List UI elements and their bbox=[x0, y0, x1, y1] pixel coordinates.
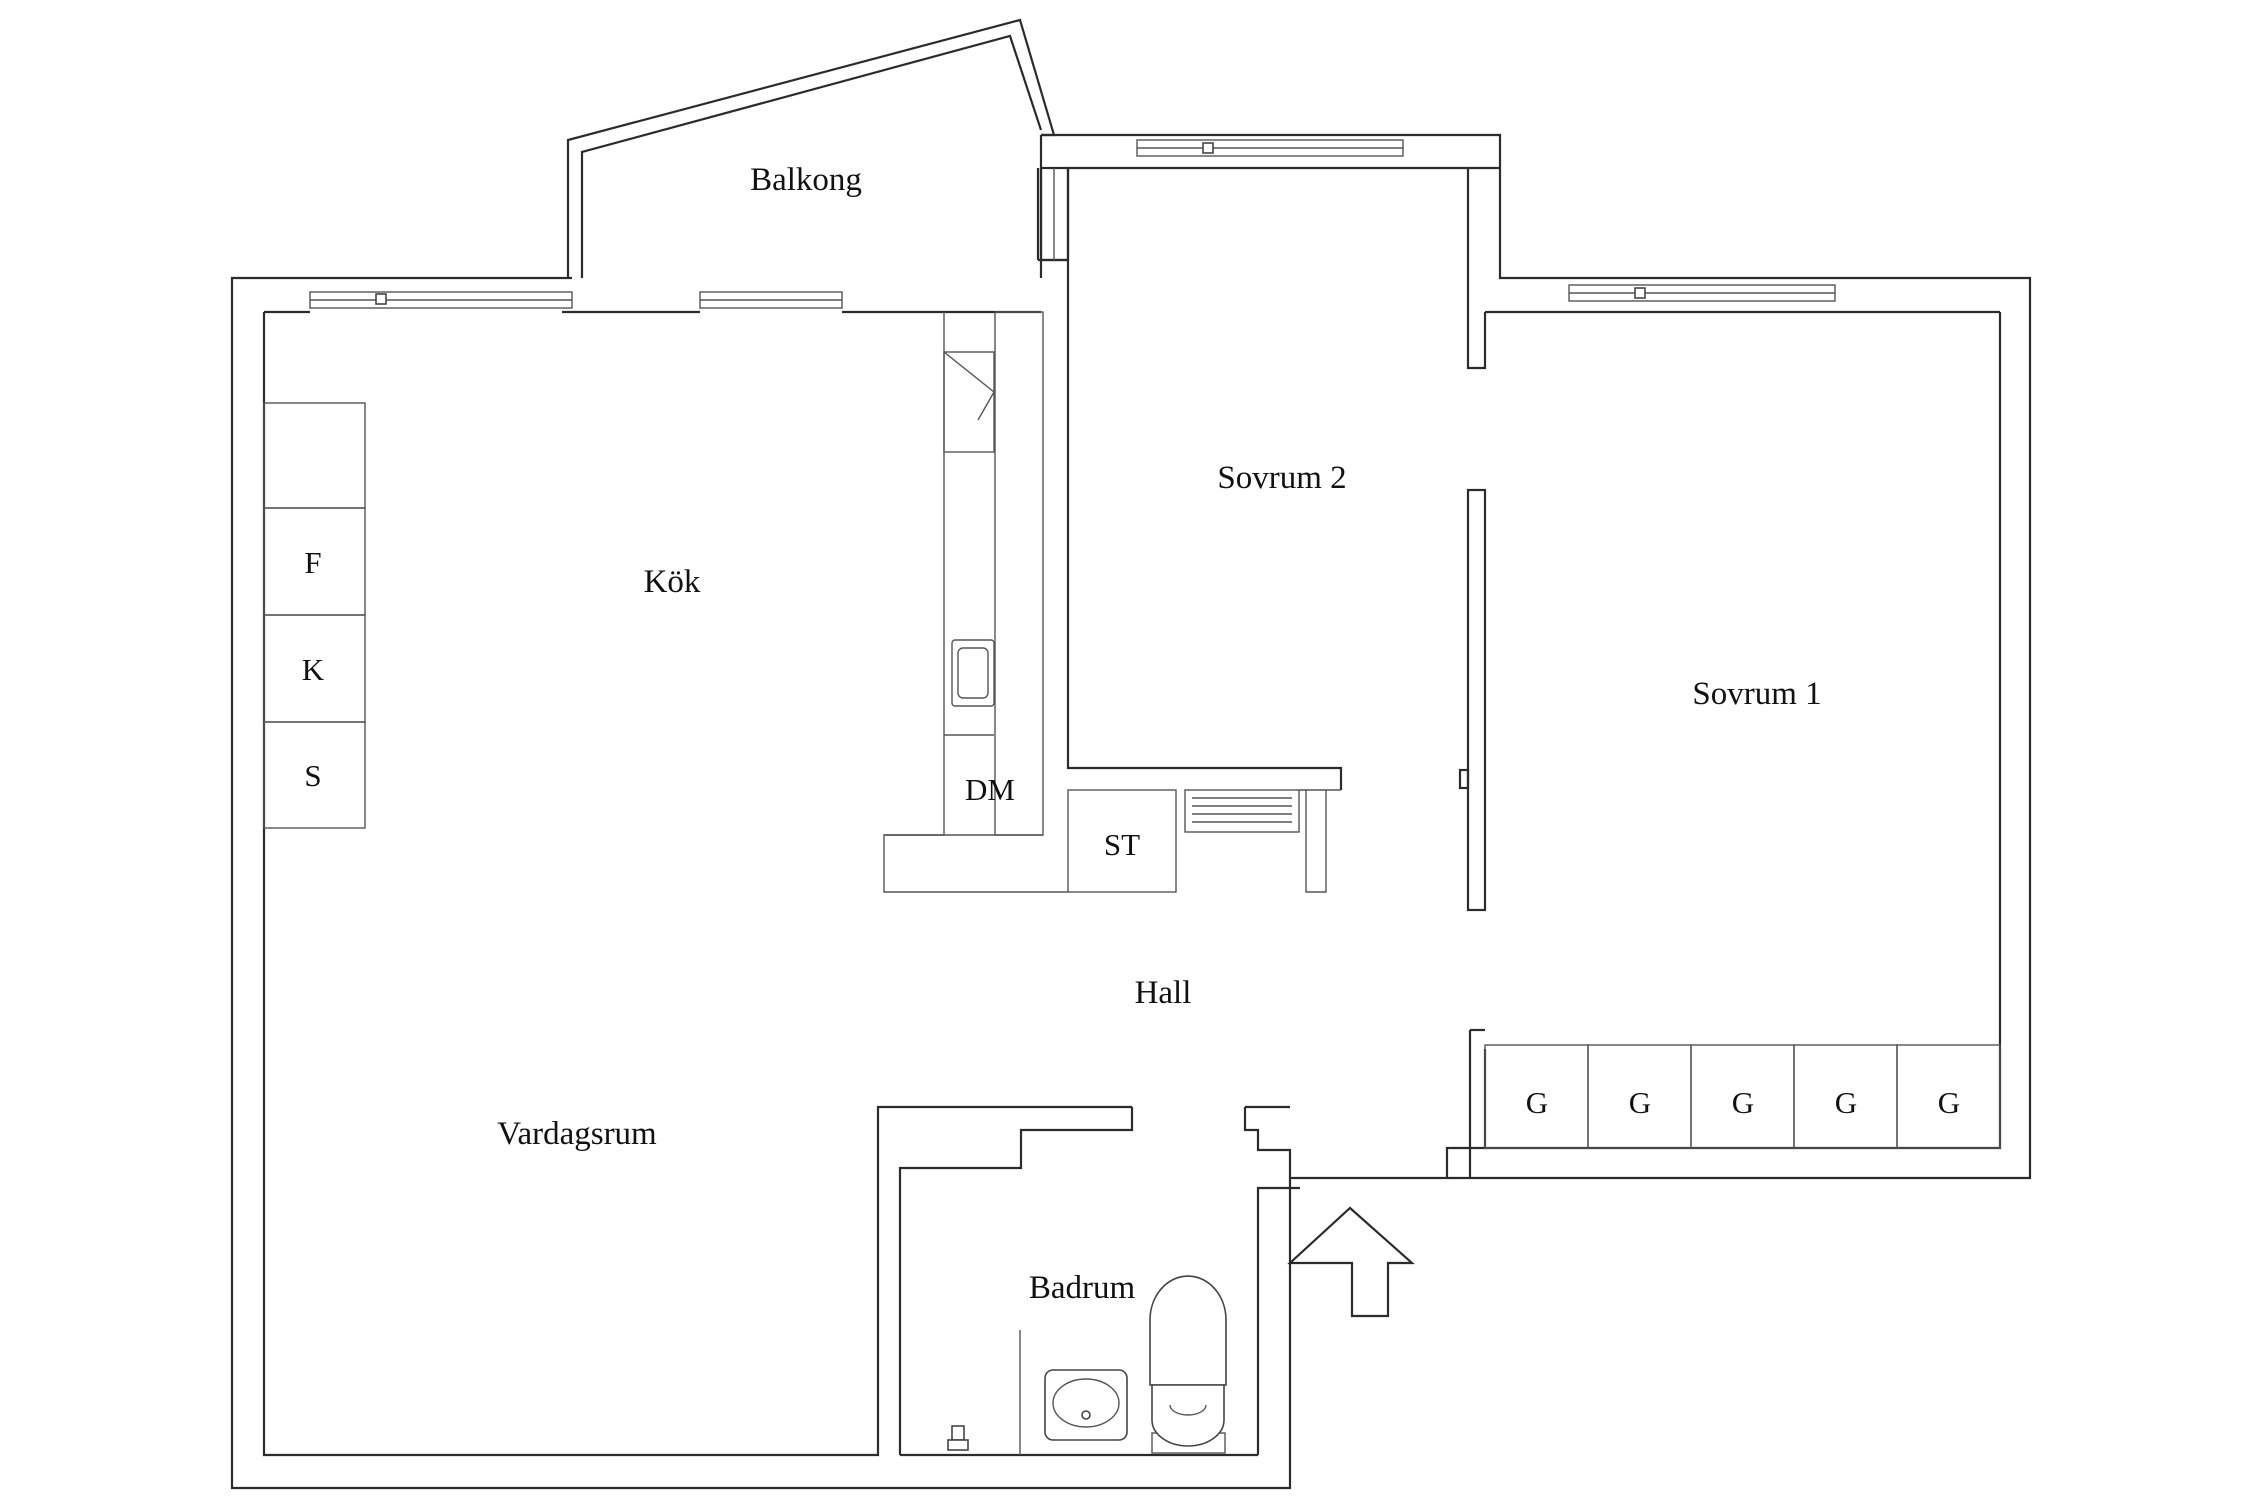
wardrobe-label: G bbox=[1835, 1085, 1857, 1120]
label-stove: S bbox=[304, 758, 321, 793]
balcony bbox=[566, 18, 1070, 278]
label-freezer: F bbox=[304, 545, 321, 580]
kitchen-left-units bbox=[263, 402, 366, 829]
entrance-arrow-icon bbox=[1287, 1206, 1415, 1318]
label-fridge: K bbox=[302, 652, 325, 687]
valve-icon bbox=[947, 1425, 969, 1451]
label-dishwasher: DM bbox=[965, 772, 1015, 807]
label-hall: Hall bbox=[1135, 975, 1192, 1011]
label-sovrum-1: Sovrum 1 bbox=[1692, 676, 1821, 712]
label-balkong: Balkong bbox=[750, 162, 862, 198]
washbasin-icon bbox=[1044, 1369, 1128, 1441]
room-labels: Balkong Kök Sovrum 2 Sovrum 1 Hall Varda… bbox=[497, 162, 1821, 1306]
wardrobe-labels: G G G G G bbox=[1526, 1085, 1960, 1120]
label-sovrum-2: Sovrum 2 bbox=[1217, 460, 1346, 496]
kitchen-counter bbox=[883, 311, 1341, 893]
wardrobes bbox=[1484, 1044, 2001, 1149]
wardrobe-label: G bbox=[1732, 1085, 1754, 1120]
label-badrum: Badrum bbox=[1029, 1270, 1136, 1306]
appliance-labels: F K S DM ST bbox=[302, 545, 1140, 862]
label-vardagsrum: Vardagsrum bbox=[497, 1116, 657, 1152]
bathroom-fixtures bbox=[947, 1275, 1227, 1455]
wardrobe-label: G bbox=[1629, 1085, 1651, 1120]
wardrobe-label: G bbox=[1526, 1085, 1548, 1120]
wardrobe-label: G bbox=[1938, 1085, 1960, 1120]
label-kok: Kök bbox=[644, 564, 701, 600]
toilet-icon bbox=[1149, 1275, 1227, 1447]
label-storage: ST bbox=[1104, 827, 1140, 862]
windows bbox=[309, 139, 1836, 309]
